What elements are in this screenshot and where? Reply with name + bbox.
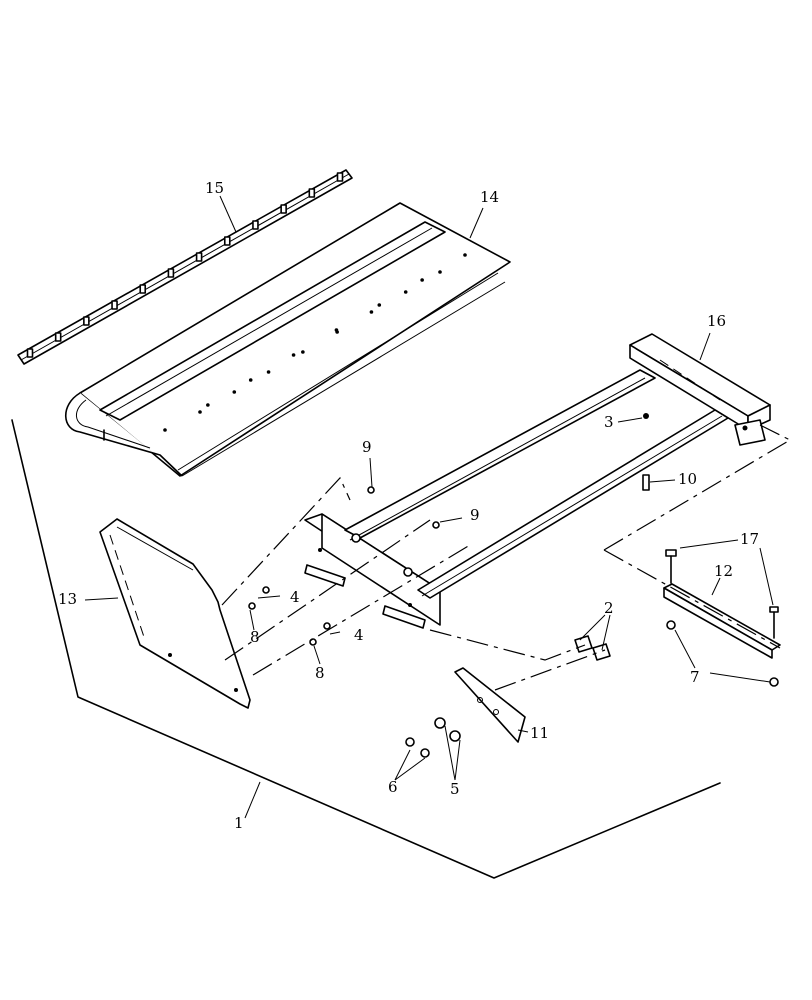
strip-bolt <box>139 284 147 294</box>
callout-15: 15 <box>205 179 224 197</box>
sheet-hole <box>420 278 424 282</box>
sheet-hole <box>438 270 442 274</box>
callout-labels: 1 2 3 4 4 5 6 7 8 8 9 9 10 11 12 13 14 1… <box>58 179 759 832</box>
callout-9b: 9 <box>470 506 480 524</box>
strip-bolt <box>83 316 90 326</box>
sheet-hole <box>232 390 237 394</box>
callout-9a: 9 <box>362 438 372 456</box>
sheet-hole <box>198 410 202 414</box>
sheet-hole <box>403 290 408 294</box>
sheet-hole <box>377 303 382 307</box>
callout-5: 5 <box>450 780 460 798</box>
hardware-small <box>248 413 650 646</box>
strip-bolt <box>167 268 175 278</box>
callout-7: 7 <box>690 668 700 686</box>
callout-13: 13 <box>58 590 77 608</box>
sheet-hole <box>266 370 271 374</box>
bolt-strip-15 <box>17 169 353 365</box>
assembly-boundary <box>11 419 721 879</box>
callout-14: 14 <box>480 188 499 206</box>
strip-bolt <box>280 204 287 214</box>
callout-3: 3 <box>604 413 614 431</box>
belt-sheet-14 <box>65 202 511 477</box>
strip-bolt <box>111 300 118 310</box>
sheet-hole <box>369 310 374 314</box>
strip-bolt <box>336 172 344 182</box>
sheet-hole <box>206 403 210 407</box>
sheet-hole <box>301 350 305 354</box>
callout-8b: 8 <box>315 664 325 682</box>
strip-bolt <box>223 236 231 246</box>
callout-4a: 4 <box>290 588 300 606</box>
strip-bolt <box>26 348 34 358</box>
callout-10: 10 <box>678 470 697 488</box>
strip-bolt <box>308 188 316 198</box>
callout-2: 2 <box>604 599 614 617</box>
assembly-lines <box>221 424 792 691</box>
callout-4b: 4 <box>354 626 364 644</box>
strip-bolt <box>195 252 203 262</box>
sheet-hole <box>334 328 339 332</box>
sheet-hole <box>248 378 253 382</box>
sheet-hole <box>291 353 296 357</box>
callout-8a: 8 <box>250 628 260 646</box>
sheet-hole <box>463 253 467 257</box>
strip-bolt <box>252 220 259 230</box>
frame-16 <box>304 333 771 629</box>
plate-11 <box>405 635 611 758</box>
callout-1: 1 <box>234 814 244 832</box>
callout-6: 6 <box>388 778 398 796</box>
bar-12 <box>663 549 781 687</box>
sheet-hole <box>163 428 167 432</box>
callout-17: 17 <box>740 530 759 548</box>
strip-bolt <box>54 332 62 342</box>
callout-11: 11 <box>530 724 549 742</box>
leader-lines <box>84 195 774 819</box>
callout-12: 12 <box>714 562 733 580</box>
callout-16: 16 <box>707 312 726 330</box>
side-guard-13 <box>99 518 251 709</box>
